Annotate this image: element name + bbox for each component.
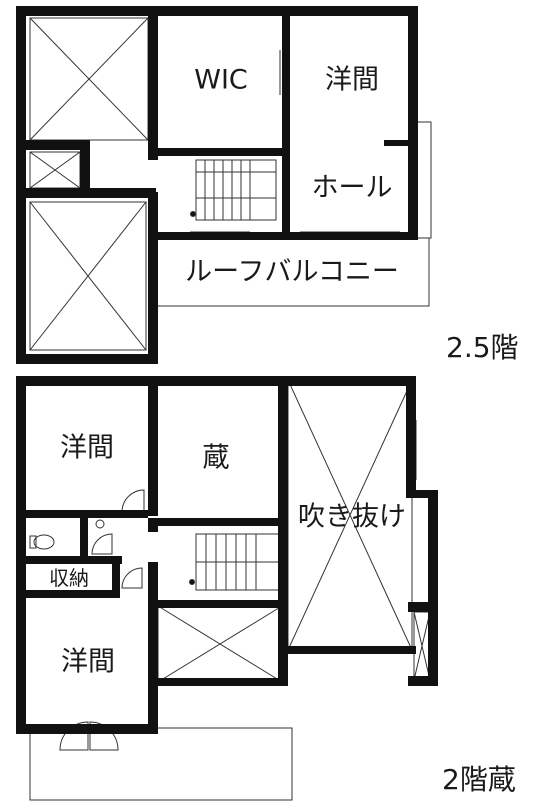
room-label-hall: ホール: [311, 172, 393, 204]
floor-title-upper: 2.5階: [446, 331, 519, 364]
room-label-storehouse: 蔵: [202, 442, 230, 474]
room-label-atrium: 吹き抜け: [298, 501, 406, 533]
stairs-lower: [189, 533, 281, 591]
lower-balcony-outline: [29, 727, 293, 801]
room-label-storage: 収納: [49, 566, 89, 590]
room-label-roof-balcony: ルーフバルコニー: [185, 256, 399, 288]
room-label-western-room-1: 洋間: [60, 432, 114, 464]
floor-title-lower: 2階蔵: [442, 763, 516, 796]
side-balcony-outline: [416, 121, 432, 239]
room-label-wic: WIC: [194, 64, 248, 96]
toilet: [29, 519, 105, 550]
room-label-western-room-upper: 洋間: [325, 64, 379, 96]
stairs-upper: [190, 159, 277, 221]
upper-floor-walls: [16, 6, 418, 364]
void-bottom-left: [29, 201, 147, 351]
lower-floor-walls: [16, 376, 438, 734]
room-label-western-room-2: 洋間: [61, 646, 115, 678]
